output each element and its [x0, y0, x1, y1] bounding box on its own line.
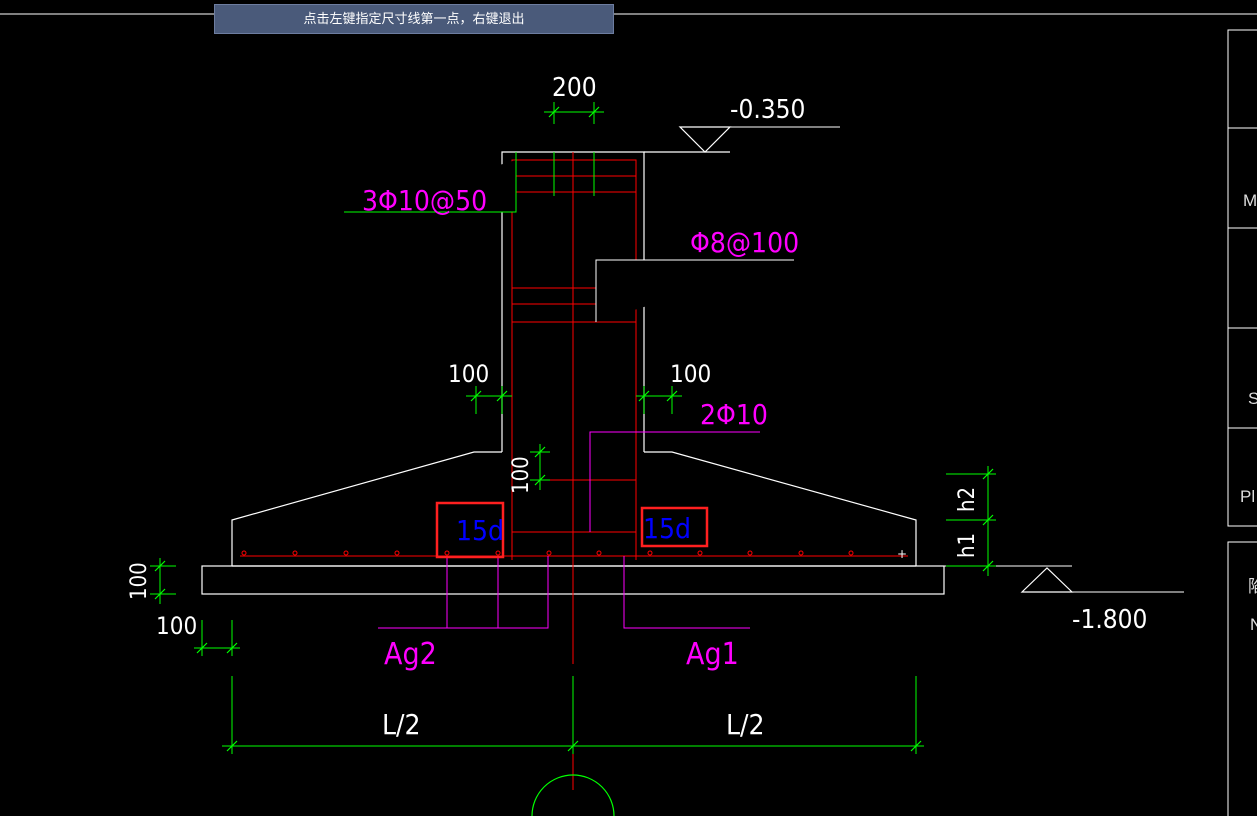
elevation-top-label: -0.350 — [730, 95, 805, 125]
dim-half-left: L/2 — [382, 708, 421, 741]
elevation-bottom-label: -1.800 — [1072, 605, 1147, 635]
dim-pad-100: 100 — [127, 562, 152, 600]
magenta-leaders — [378, 431, 760, 629]
dim-bottom-100: 100 — [156, 612, 197, 640]
anchor-left-box[interactable]: 15d — [435, 501, 505, 559]
dim-left-100: 100 — [448, 360, 489, 388]
side-label-n: N — [1250, 615, 1257, 634]
cursor-crosshair-icon: + — [897, 547, 907, 561]
label-h1: h1 — [955, 533, 980, 558]
label-h2: h2 — [955, 487, 980, 512]
column-verticals — [515, 152, 595, 196]
side-label-s: S — [1248, 389, 1257, 408]
anchor-left-label: 15d — [456, 514, 504, 547]
label-ag2: Ag2 — [384, 637, 437, 672]
leader-lines — [595, 259, 794, 322]
elevation-top: -0.350 — [678, 95, 840, 153]
anchor-right-box[interactable]: 15d — [640, 506, 709, 548]
dimension-ticks — [154, 106, 994, 752]
axis-bubble — [531, 774, 615, 816]
anchor-right-label: 15d — [643, 512, 691, 545]
side-label-b: 陷 — [1248, 577, 1257, 596]
dim-top-width: 200 — [552, 73, 597, 103]
dim-right-100: 100 — [670, 360, 711, 388]
command-prompt-tooltip: 点击左键指定尺寸线第一点，右键退出 — [214, 4, 614, 34]
rebar-lines — [240, 152, 908, 790]
dim-vertical-100: 100 — [509, 456, 534, 494]
side-label-p: Pl — [1240, 487, 1255, 506]
rebar-label-top: 3Φ10@50 — [362, 184, 487, 217]
rebar-label-stirrup: Φ8@100 — [690, 226, 799, 259]
side-panel: M S Pl 陷 N — [1227, 29, 1257, 816]
rebar-dots — [241, 550, 854, 556]
elevation-bottom: -1.800 — [944, 565, 1184, 635]
label-ag1: Ag1 — [686, 637, 739, 672]
rebar-label-side: 2Φ10 — [700, 398, 768, 431]
side-label-m: M — [1243, 191, 1257, 210]
dim-half-right: L/2 — [726, 708, 765, 741]
